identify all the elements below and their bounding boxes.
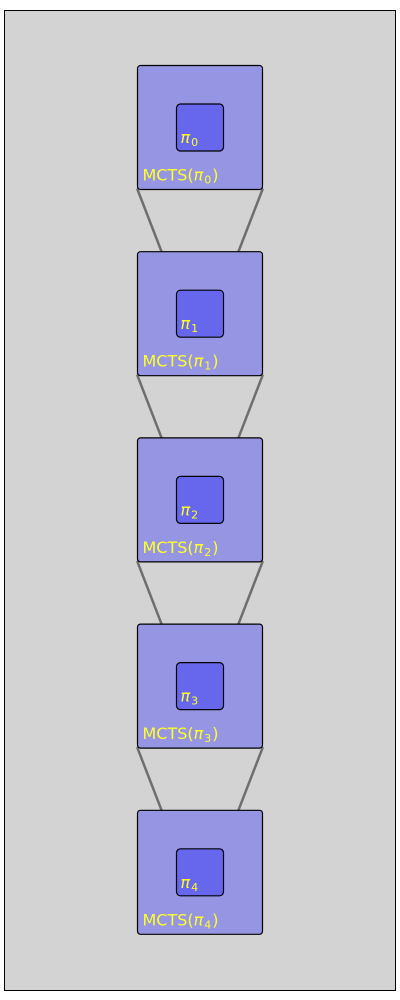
policy-symbol: π	[181, 128, 191, 147]
mcts-suffix: )	[212, 724, 218, 743]
mcts-policy-index: 4	[204, 918, 211, 931]
mcts-policy-index: 2	[204, 546, 211, 559]
mcts-label-4: MCTS(π4)	[143, 910, 219, 931]
policy-box-1	[175, 289, 225, 338]
policy-index: 0	[191, 136, 198, 149]
policy-index: 3	[191, 695, 198, 708]
mcts-policy-index: 1	[204, 360, 211, 373]
policy-label-1: π1	[181, 314, 199, 335]
mcts-policy-symbol: π	[194, 352, 204, 371]
mcts-prefix: MCTS(	[143, 724, 194, 743]
mcts-label-2: MCTS(π2)	[143, 538, 219, 559]
policy-index: 1	[191, 322, 198, 335]
policy-symbol: π	[181, 500, 191, 519]
policy-label-2: π2	[181, 500, 199, 521]
policy-symbol: π	[181, 687, 191, 706]
policy-box-2	[175, 475, 225, 524]
mcts-policy-index: 3	[204, 732, 211, 745]
mcts-label-1: MCTS(π1)	[143, 352, 219, 373]
mcts-policy-symbol: π	[194, 166, 204, 185]
stages-layer: π0MCTS(π0)π1MCTS(π1)π2MCTS(π2)π3MCTS(π3)…	[136, 64, 264, 935]
policy-box-0	[175, 103, 225, 152]
mcts-suffix: )	[212, 352, 218, 371]
mcts-policy-symbol: π	[194, 538, 204, 557]
mcts-label-0: MCTS(π0)	[143, 166, 219, 187]
mcts-policy-index: 0	[204, 174, 211, 187]
mcts-prefix: MCTS(	[143, 910, 194, 929]
mcts-label-3: MCTS(π3)	[143, 724, 219, 745]
policy-index: 4	[191, 881, 198, 894]
mcts-prefix: MCTS(	[143, 352, 194, 371]
policy-box-3	[175, 661, 225, 711]
mcts-policy-symbol: π	[194, 910, 204, 929]
mcts-suffix: )	[212, 538, 218, 557]
policy-label-0: π0	[181, 128, 199, 149]
mcts-prefix: MCTS(	[143, 166, 194, 185]
mcts-suffix: )	[212, 166, 218, 185]
policy-box-4	[175, 848, 225, 897]
policy-symbol: π	[181, 873, 191, 892]
mcts-prefix: MCTS(	[143, 538, 194, 557]
mcts-policy-symbol: π	[194, 724, 204, 743]
policy-label-4: π4	[181, 873, 199, 894]
policy-label-3: π3	[181, 687, 199, 708]
policy-index: 2	[191, 508, 198, 521]
policy-symbol: π	[181, 314, 191, 333]
mcts-suffix: )	[212, 910, 218, 929]
